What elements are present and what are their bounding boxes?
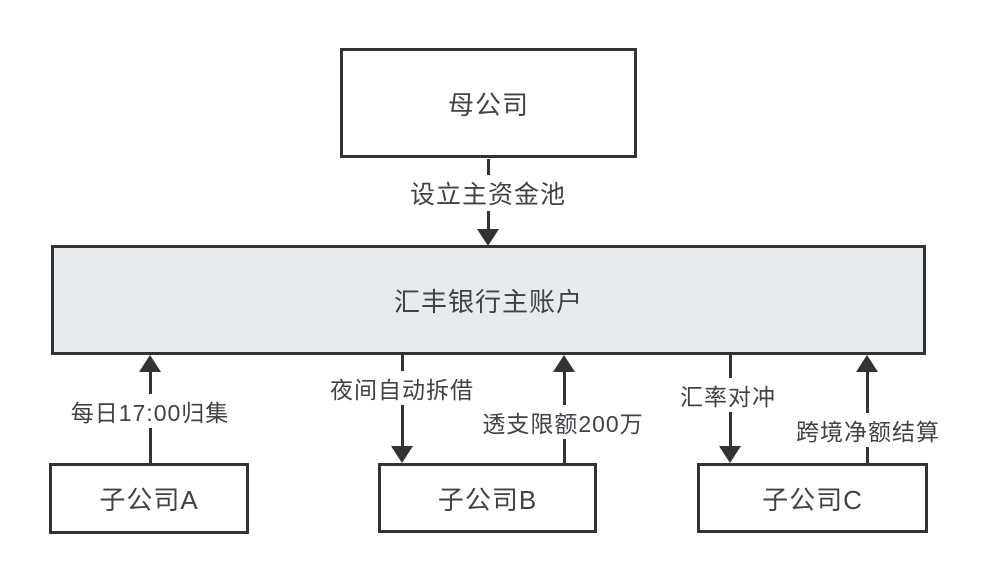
edge-label-daily-collect: 每日17:00归集	[66, 394, 234, 428]
node-subsidiary-b: 子公司B	[378, 463, 597, 533]
node-hsbc-main-account-label: 汇丰银行主账户	[393, 286, 583, 317]
node-subsidiary-c: 子公司C	[697, 463, 928, 533]
edge-label-setup-pool: 设立主资金池	[405, 175, 571, 211]
edge-label-netting: 跨境净额结算	[792, 413, 944, 447]
node-subsidiary-a-label: 子公司A	[99, 485, 199, 515]
arrowhead-down-icon	[719, 446, 741, 463]
node-parent-company-label: 母公司	[447, 89, 529, 120]
arrowhead-up-icon	[856, 355, 878, 372]
arrowhead-down-icon	[391, 446, 413, 463]
arrowhead-down-icon	[477, 229, 499, 246]
arrowhead-up-icon	[139, 355, 161, 372]
node-subsidiary-c-label: 子公司C	[762, 484, 863, 515]
node-subsidiary-b-label: 子公司B	[437, 484, 538, 515]
edge-label-fx-hedge: 汇率对冲	[676, 378, 780, 412]
node-parent-company: 母公司	[340, 48, 637, 158]
node-subsidiary-a: 子公司A	[49, 463, 249, 534]
arrowhead-up-icon	[553, 355, 575, 372]
edge-label-overdraft: 透支限额200万	[478, 405, 648, 439]
node-hsbc-main-account: 汇丰银行主账户	[51, 245, 926, 355]
edge-label-overnight-loan: 夜间自动拆借	[326, 371, 478, 405]
